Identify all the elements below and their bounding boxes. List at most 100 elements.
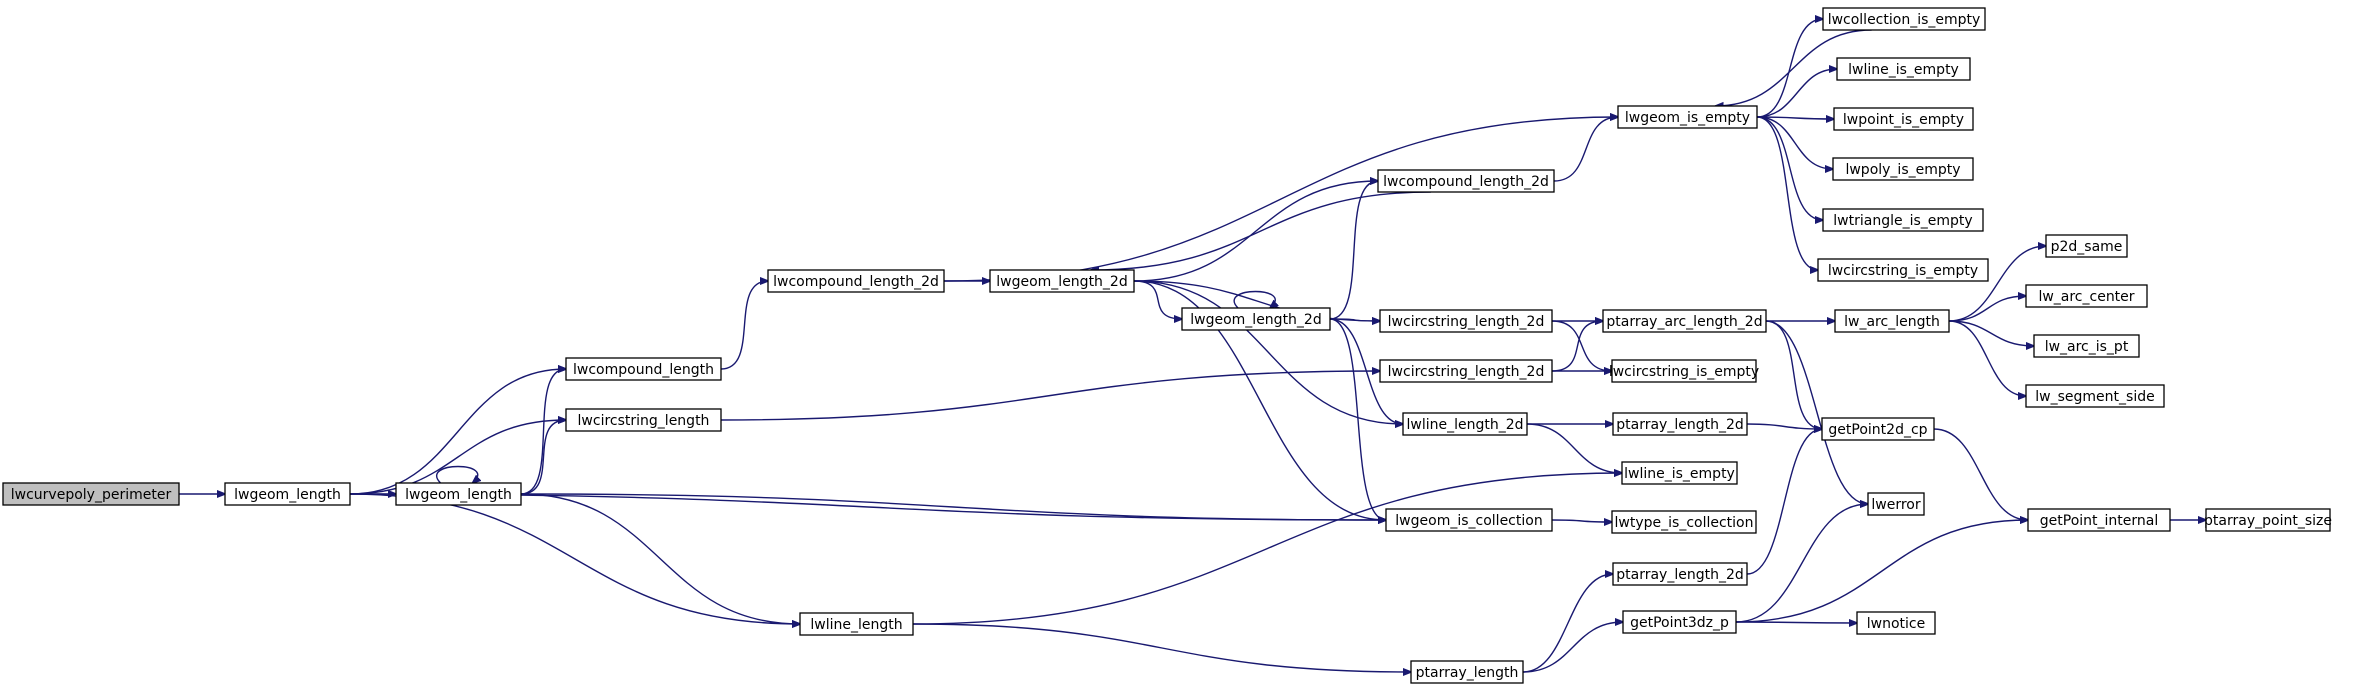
node-label: lwtriangle_is_empty [1833, 213, 1972, 229]
node-label: lwcompound_length_2d [1383, 174, 1549, 190]
node-box [1833, 107, 1974, 131]
node-box [2, 482, 180, 506]
node-lwpoly-is-empty[interactable]: lwpoly_is_empty [1832, 157, 1974, 181]
node-lwgeom-is-collection[interactable]: lwgeom_is_collection [1385, 508, 1553, 532]
node-label: lwgeom_length_2d [1190, 312, 1321, 328]
edge-n10-n13 [1329, 318, 1403, 424]
node-box [1611, 510, 1757, 534]
node-lwline-is-empty[interactable]: lwline_is_empty [1621, 461, 1738, 485]
edge-n2-n2 [436, 465, 478, 484]
node-getpoint2d-cp[interactable]: getPoint2d_cp [1821, 417, 1935, 441]
edge-n28-n32 [1735, 622, 1857, 623]
node-lwline-is-empty[interactable]: lwline_is_empty [1836, 57, 1971, 81]
node-lwcompound-length-2d[interactable]: lwcompound_length_2d [767, 269, 945, 293]
edge-n29-n36 [1948, 320, 2026, 396]
edge-n29-n34 [1948, 296, 2026, 322]
node-lwerror[interactable]: lwerror [1867, 492, 1925, 516]
edge-n3-n6 [720, 281, 768, 370]
edge-n12-n22 [1551, 321, 1603, 372]
node-box [1836, 57, 1971, 81]
node-lwtriangle-is-empty[interactable]: lwtriangle_is_empty [1822, 208, 1984, 232]
node-label: lw_arc_center [2038, 289, 2134, 305]
node-ptarray-length[interactable]: ptarray_length [1410, 660, 1524, 684]
edge-n2-n3 [520, 369, 566, 495]
node-lwcircstring-length-2d[interactable]: lwcircstring_length_2d [1379, 359, 1553, 383]
node-lwgeom-length[interactable]: lwgeom_length [224, 482, 351, 506]
node-lw-segment-side[interactable]: lw_segment_side [2025, 384, 2165, 408]
node-ptarray-point-size[interactable]: ptarray_point_size [2204, 508, 2332, 532]
node-lwgeom-length-2d[interactable]: lwgeom_length_2d [989, 269, 1135, 293]
edge-n16-n15 [1715, 29, 1872, 106]
edge-n6-n15 [943, 117, 1618, 282]
node-ptarray-arc-length-2d[interactable]: ptarray_arc_length_2d [1602, 309, 1767, 333]
node-box [1822, 7, 1986, 31]
node-box [1622, 610, 1737, 634]
node-lwline-length[interactable]: lwline_length [799, 612, 914, 636]
node-lwnotice[interactable]: lwnotice [1856, 611, 1936, 635]
edge-n2-n4 [520, 420, 566, 495]
node-lwgeom-length[interactable]: lwgeom_length [395, 482, 522, 506]
edge-n5-n14 [912, 623, 1411, 672]
node-lwline-length-2d[interactable]: lwline_length_2d [1402, 412, 1528, 436]
node-box [2025, 384, 2165, 408]
edge-n2-n5 [520, 493, 800, 624]
node-lwcompound-length-2d[interactable]: lwcompound_length_2d [1377, 169, 1555, 193]
edge-n8-n26 [1551, 520, 1612, 522]
node-ptarray-length-2d[interactable]: ptarray_length_2d [1612, 562, 1748, 586]
node-p2d-same[interactable]: p2d_same [2045, 234, 2128, 258]
node-label: lwcompound_length_2d [773, 274, 939, 290]
node-lwcircstring-is-empty[interactable]: lwcircstring_is_empty [1817, 258, 1989, 282]
node-label: ptarray_length_2d [1616, 567, 1744, 583]
node-box [2033, 334, 2140, 358]
node-lwgeom-length-2d[interactable]: lwgeom_length_2d [1181, 307, 1331, 331]
edge-n15-n16 [1756, 19, 1823, 118]
node-lwcircstring-is-empty[interactable]: lwcircstring_is_empty [1609, 359, 1759, 383]
edge-n15-n18 [1756, 117, 1834, 119]
node-box [1377, 169, 1555, 193]
node-box [1856, 611, 1936, 635]
edge-n1-n5 [349, 493, 800, 624]
edge-n2-n8 [520, 493, 1386, 520]
node-lwpoint-is-empty[interactable]: lwpoint_is_empty [1833, 107, 1974, 131]
node-label: lwerror [1871, 497, 1920, 513]
node-label: lwcompound_length [573, 362, 714, 378]
node-lwcompound-length[interactable]: lwcompound_length [565, 357, 722, 381]
node-box [2027, 508, 2171, 532]
node-lw-arc-is-pt[interactable]: lw_arc_is_pt [2033, 334, 2140, 358]
node-box [1611, 359, 1757, 383]
node-box [1821, 417, 1935, 441]
node-label: lwpoly_is_empty [1845, 162, 1960, 178]
node-label: lwnotice [1867, 616, 1925, 632]
node-box [2025, 284, 2148, 308]
node-label: lwcircstring_length_2d [1388, 364, 1545, 380]
node-getpoint-internal[interactable]: getPoint_internal [2027, 508, 2171, 532]
node-lwcircstring-length-2d[interactable]: lwcircstring_length_2d [1379, 309, 1553, 333]
node-box [395, 482, 522, 506]
node-box [1867, 492, 1925, 516]
node-lw-arc-length[interactable]: lw_arc_length [1834, 309, 1950, 333]
node-label: lwcollection_is_empty [1828, 12, 1981, 28]
edge-n13-n25 [1526, 423, 1622, 473]
node-getpoint3dz-p[interactable]: getPoint3dz_p [1622, 610, 1737, 634]
node-lwcurvepoly-perimeter[interactable]: lwcurvepoly_perimeter [2, 482, 180, 506]
node-lwgeom-is-empty[interactable]: lwgeom_is_empty [1617, 105, 1758, 129]
edge-n11-n23 [1551, 320, 1612, 371]
node-box [1181, 307, 1331, 331]
edge-n15-n20 [1756, 116, 1823, 220]
node-box [1602, 309, 1767, 333]
node-label: lwtype_is_collection [1615, 515, 1754, 531]
node-lw-arc-center[interactable]: lw_arc_center [2025, 284, 2148, 308]
edge-n1-n4 [349, 420, 566, 495]
node-label: lwcircstring_length_2d [1388, 314, 1545, 330]
node-label: ptarray_length [1416, 665, 1519, 681]
edge-n1-n3 [349, 369, 566, 495]
node-ptarray-length-2d[interactable]: ptarray_length_2d [1612, 412, 1748, 436]
node-lwcircstring-length[interactable]: lwcircstring_length [565, 408, 722, 432]
edge-n7-n8 [1133, 280, 1386, 520]
node-lwcollection-is-empty[interactable]: lwcollection_is_empty [1822, 7, 1986, 31]
edge-n29-n35 [1948, 320, 2034, 346]
edge-n28-n37 [1735, 520, 2028, 623]
node-lwtype-is-collection[interactable]: lwtype_is_collection [1611, 510, 1757, 534]
edge-n4-n12 [720, 371, 1380, 421]
